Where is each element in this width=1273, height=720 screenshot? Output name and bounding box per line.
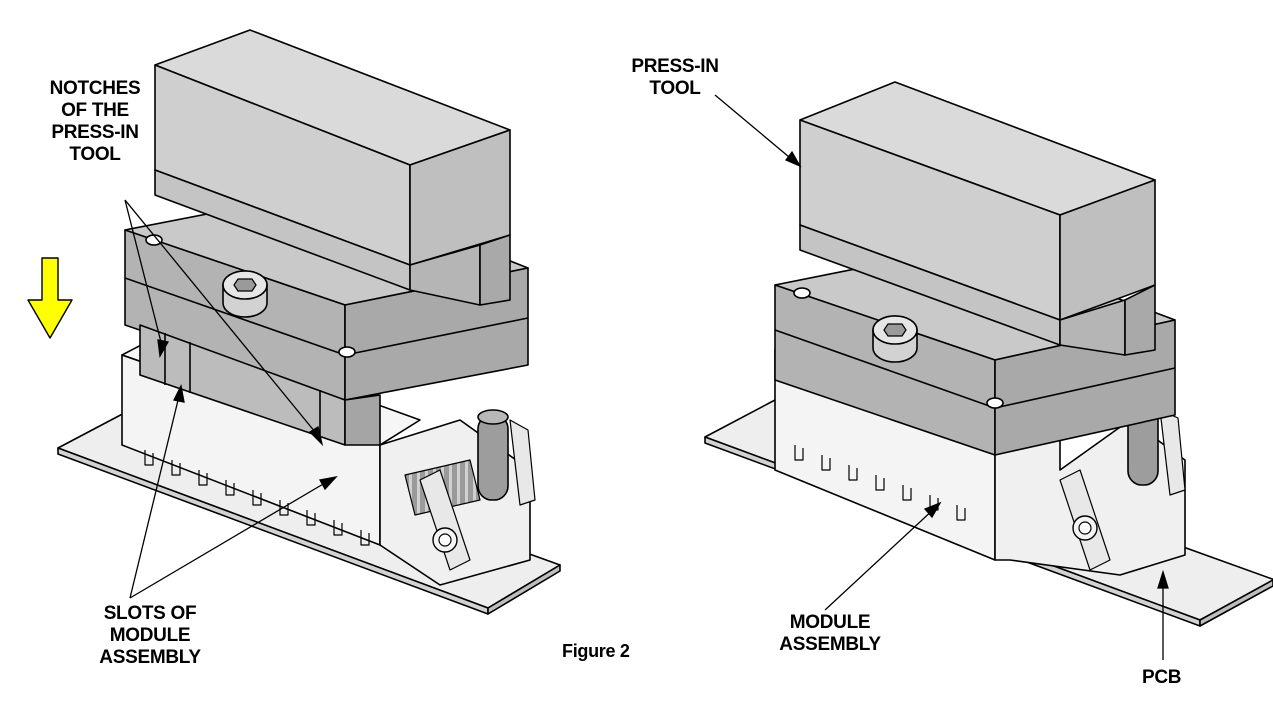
notches-label-line-1: NOTCHES [49,78,141,99]
figure-caption: Figure 2 [562,641,630,661]
left-press-in-tool [124,29,529,446]
press-in-tool-label-line-2: TOOL [649,78,701,99]
down-arrow-icon [27,257,73,339]
module-assembly-label: MODULE ASSEMBLY [770,612,890,656]
left-leader-lines [124,199,338,599]
notches-label-line-2: OF THE [61,100,129,121]
press-in-tool-label-line-1: PRESS-IN [631,56,719,77]
right-assembly [704,81,1273,627]
slots-label: SLOTS OF MODULE ASSEMBLY [90,603,210,669]
right-press-in-tool [774,81,1176,456]
slots-label-line-3: ASSEMBLY [99,647,201,668]
left-assembly [27,29,561,615]
module-assembly-label-line-2: ASSEMBLY [779,634,881,655]
press-in-tool-label: PRESS-IN TOOL [615,56,735,100]
notches-label-line-3: PRESS-IN [51,122,139,143]
right-leader-lines [714,94,1169,660]
right-module-assembly [774,349,1186,576]
pcb-label: PCB [1142,667,1182,688]
notches-label-line-4: TOOL [69,144,121,165]
slots-label-line-1: SLOTS OF [103,603,197,624]
notches-label: NOTCHES OF THE PRESS-IN TOOL [30,78,160,166]
slots-label-line-2: MODULE [109,625,191,646]
module-assembly-label-line-1: MODULE [789,612,871,633]
